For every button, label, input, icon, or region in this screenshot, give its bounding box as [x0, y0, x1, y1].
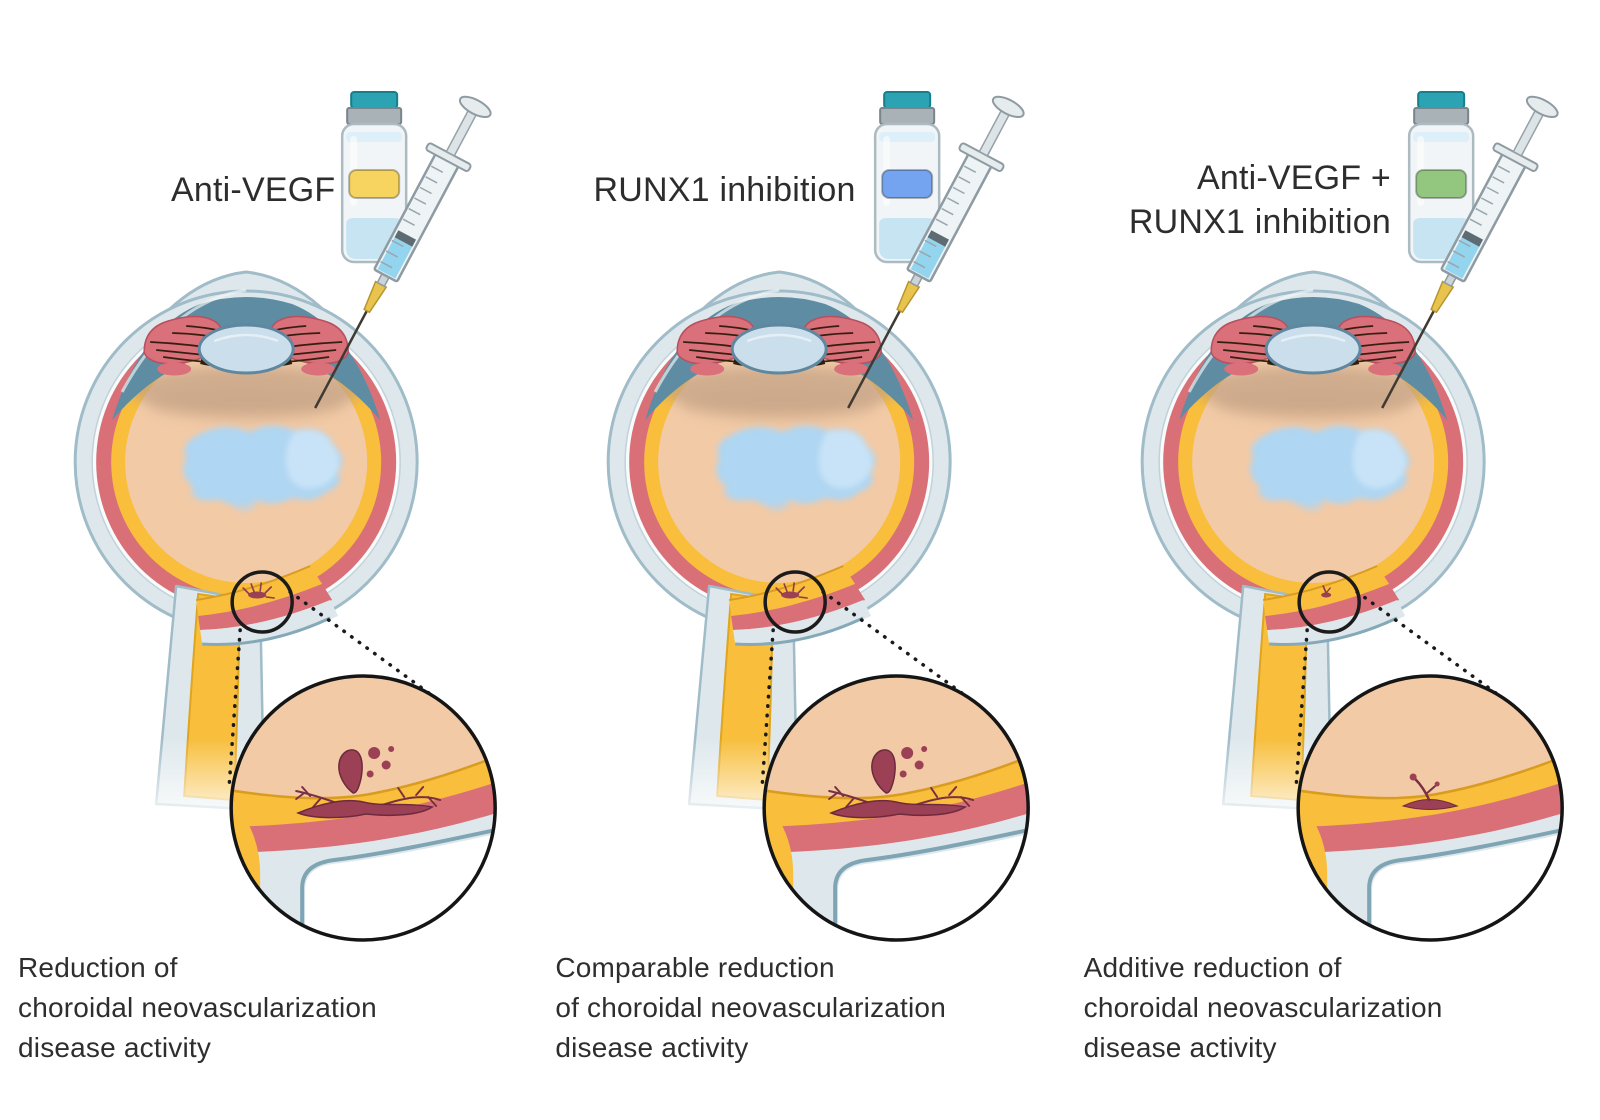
outcome-caption: Reduction of choroidal neovascularizatio… — [18, 948, 377, 1068]
caption-line: disease activity — [555, 1032, 749, 1063]
caption-line: Reduction of — [18, 952, 178, 983]
treatment-label: Anti-VEGF + RUNX1 inhibition — [1129, 156, 1391, 244]
caption-line: Additive reduction of — [1083, 952, 1342, 983]
caption-line: of choroidal neovascularization — [555, 992, 946, 1023]
treatment-label-line: RUNX1 inhibition — [593, 171, 856, 209]
panel-runx1-inhibition: RUNX1 inhibition Comparable reduction of… — [533, 0, 1066, 1120]
outcome-caption: Additive reduction of choroidal neovascu… — [1084, 948, 1443, 1068]
caption-line: disease activity — [18, 1032, 212, 1063]
panel-anti-vegf-plus-runx1: Anti-VEGF + RUNX1 inhibition Additive re… — [1067, 0, 1600, 1120]
treatment-label-line: RUNX1 inhibition — [1128, 203, 1391, 241]
caption-line: disease activity — [1083, 1032, 1277, 1063]
caption-line: Comparable reduction — [555, 952, 835, 983]
outcome-caption: Comparable reduction of choroidal neovas… — [555, 948, 946, 1068]
magnified-lesion-view — [1295, 676, 1567, 944]
treatment-label: RUNX1 inhibition — [594, 168, 856, 212]
panel-anti-vegf: Anti-VEGF Reduction of choroidal neovasc… — [0, 0, 533, 1120]
treatment-label-line: Anti-VEGF + — [1197, 159, 1391, 197]
treatment-label-line: Anti-VEGF — [171, 171, 336, 209]
caption-line: choroidal neovascularization — [1083, 992, 1443, 1023]
treatment-label: Anti-VEGF — [171, 168, 335, 212]
caption-line: choroidal neovascularization — [18, 992, 377, 1023]
